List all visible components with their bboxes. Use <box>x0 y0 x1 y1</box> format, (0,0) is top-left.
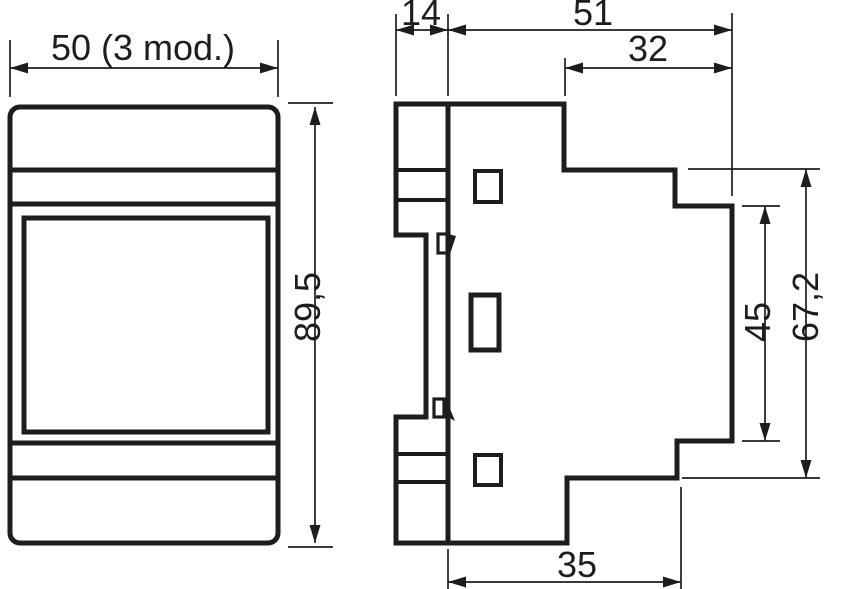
dim-45-arrow-up <box>759 206 771 224</box>
dim-front-width-arrow-right <box>260 62 278 74</box>
dim-35-arrow-left <box>448 576 466 588</box>
dim-14-arrow-left <box>396 24 414 36</box>
dim-front-height-arrow-down <box>309 525 321 543</box>
side-slot-top <box>473 169 503 204</box>
side-outline <box>393 101 735 546</box>
dim-45-label: 45 <box>737 302 778 342</box>
dim-51-label: 51 <box>573 0 613 33</box>
dim-67-label: 67,2 <box>785 272 826 342</box>
dim-side-fascia-depth: 14 <box>395 0 449 96</box>
dim-side-din-height: 45 <box>737 205 780 442</box>
dim-67-arrow-down <box>800 460 812 478</box>
front-display-window <box>21 215 271 435</box>
side-slot-bottom <box>473 453 503 487</box>
dim-front-height: 89,5 <box>287 102 333 548</box>
dim-side-top-recess-depth: 32 <box>564 28 732 96</box>
dim-front-height-arrow-up <box>309 107 321 125</box>
din-clip-top <box>436 232 456 255</box>
dim-14-label: 14 <box>401 0 441 33</box>
din-clip-top-body <box>436 232 450 255</box>
dim-front-width: 50 (3 mod.) <box>9 27 279 97</box>
dim-32-arrow-right <box>714 62 732 74</box>
din-clip-bottom-body <box>432 397 446 419</box>
dim-14-arrow-right <box>430 24 448 36</box>
side-view <box>393 101 735 546</box>
dim-front-width-arrow-left <box>10 62 28 74</box>
dim-35-label: 35 <box>557 544 597 585</box>
din-clip-bottom <box>432 397 455 421</box>
din-clip-top-tooth <box>448 234 456 254</box>
dim-45-arrow-down <box>759 423 771 441</box>
dim-side-rear-height: 67,2 <box>682 168 826 479</box>
dim-32-label: 32 <box>628 28 668 69</box>
dim-side-body-depth: 51 <box>448 0 733 196</box>
dim-front-height-label: 89,5 <box>287 272 328 342</box>
dim-side-bottom-depth: 35 <box>447 487 682 589</box>
side-slot-middle <box>468 292 502 353</box>
dim-51-arrow-left <box>448 24 466 36</box>
dim-32-arrow-left <box>565 62 583 74</box>
din-clip-bottom-tooth <box>446 399 455 421</box>
dim-front-width-label: 50 (3 mod.) <box>51 27 235 68</box>
front-view <box>7 104 281 546</box>
front-outline <box>7 104 281 546</box>
dim-67-arrow-up <box>800 169 812 187</box>
dim-51-arrow-right <box>714 24 732 36</box>
dim-35-arrow-right <box>663 576 681 588</box>
